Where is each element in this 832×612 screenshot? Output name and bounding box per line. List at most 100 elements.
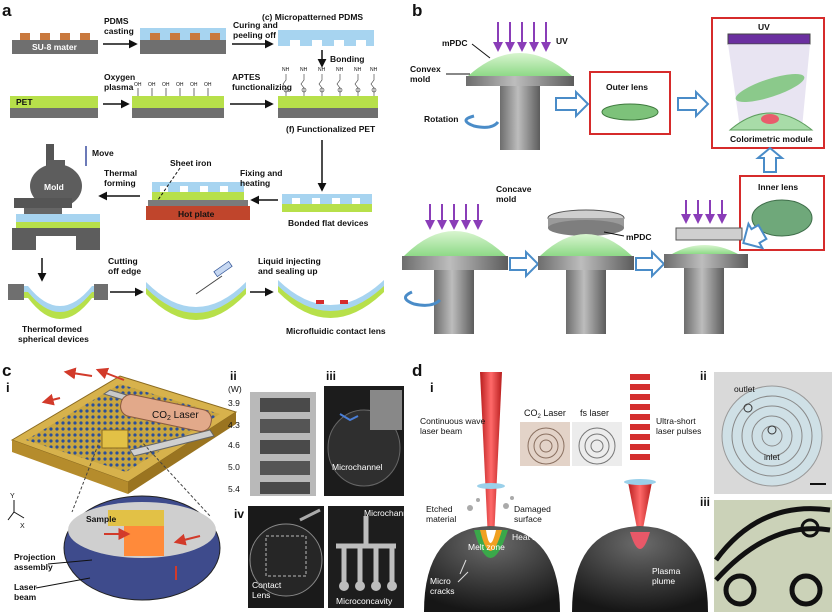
outer-lens-shape [601, 103, 659, 121]
pdms-casting-1: PDMS [104, 16, 129, 26]
laser-beam-2: beam [14, 592, 37, 602]
projection-2: assembly [14, 562, 53, 572]
co2-laser-label: CO2 Laser [152, 410, 199, 422]
micro-1: Micro [430, 576, 451, 586]
uv-assembly: UV [727, 22, 814, 131]
nh2-2: NH [300, 67, 308, 73]
oh-1: OH [134, 82, 142, 88]
nh2-4: NH [336, 67, 344, 73]
panel-c-iii: iii [326, 369, 336, 383]
micrograph-ii [250, 392, 316, 496]
power-3: 4.6 [228, 440, 240, 450]
sheet-iron-label: Sheet iron [170, 158, 212, 168]
convex-mold-top [466, 53, 574, 150]
uv-label-box: UV [758, 22, 770, 32]
laser-beam-1: Laser [14, 582, 37, 592]
outer-lens-box [589, 71, 671, 135]
damaged-2: surface [514, 514, 542, 524]
panel-c-i: i [6, 380, 10, 395]
micrograph-v [328, 506, 404, 608]
micropatterned-pdms [278, 30, 374, 46]
panel-d: d i Continuous wave laser beam Etched ma… [412, 361, 832, 612]
arrow-b1 [555, 89, 590, 119]
bonded-label: Bonded flat devices [288, 218, 369, 228]
panel-c-iv: iv [234, 507, 244, 521]
pdms-on-master [140, 28, 226, 54]
curing-1: Curing and [233, 20, 278, 30]
panel-d-label: d [412, 361, 422, 380]
arrow-b3 [742, 221, 768, 250]
sample-label: Sample [86, 514, 117, 524]
bonding-label: Bonding [330, 54, 364, 64]
motion-arrow-1 [63, 367, 93, 380]
projection-leader [47, 559, 93, 565]
cutting-2: off edge [108, 266, 141, 276]
etched-1: Etched [426, 504, 453, 514]
sheet-iron-leader [157, 167, 181, 201]
oh-5: OH [190, 82, 198, 88]
aptes-1: APTES [232, 72, 261, 82]
power-unit: (W) [228, 384, 242, 394]
bonded-flat-device [282, 194, 372, 212]
thermoformed-1: Thermoformed [22, 324, 82, 334]
rotation-arrow-icon-2 [404, 290, 442, 307]
mold-bottom-left [402, 231, 508, 334]
master-label: SU-8 mater [32, 42, 78, 52]
motion-arrow-2 [95, 367, 125, 381]
mold-bottom-right [664, 227, 748, 334]
cut-device [146, 282, 246, 320]
fs-laser-label: fs laser [580, 408, 609, 418]
nh2-1: NH [282, 67, 290, 73]
melt-zone-label: Melt zone [468, 542, 505, 552]
uv-arrows-top [493, 22, 551, 52]
microconcavity-label: Microconcavity [336, 596, 393, 606]
micropatterned-label: (c) Micropatterned PDMS [262, 12, 363, 22]
panel-d-i: i [430, 380, 434, 395]
zoom-line-2 [139, 439, 211, 517]
pdms-casting-2: casting [104, 26, 134, 36]
projection-1: Projection [14, 552, 56, 562]
axis-x: X [20, 523, 25, 530]
thermoformed-2: spherical devices [18, 334, 89, 344]
su8-master: SU-8 mater [12, 33, 98, 54]
nh2-6: NH [370, 67, 378, 73]
photo-d-ii [714, 372, 832, 494]
microfluidic-contact-lens [278, 280, 384, 318]
power-5: 5.4 [228, 484, 240, 494]
inner-lens-label: Inner lens [758, 182, 798, 192]
mpdc-leader-bottom [603, 231, 625, 237]
liquid-2: and sealing up [258, 266, 318, 276]
syringe-icon [195, 260, 233, 295]
panel-c: c i CO2 Laser Sample P [2, 361, 415, 608]
concave-mold [547, 209, 625, 236]
mpdc-label-top: mPDC [442, 38, 468, 48]
panel-b: b UV mPDC Convex mold Rotation Outer len… [402, 1, 825, 334]
fs-dome [572, 526, 708, 612]
panel-c-ii: ii [230, 369, 237, 383]
functionalized-pet: NH NH NH NH NH NH [278, 67, 378, 118]
thermal-2: forming [104, 178, 136, 188]
panel-d-iii: iii [700, 495, 710, 509]
power-labels: 3.9 4.3 4.6 5.0 5.4 [228, 398, 240, 494]
oxygen-treated-pet: OH OH OH OH OH OH [132, 82, 224, 118]
microchannel2-label: Microchannel [364, 508, 415, 518]
mpdc-label-bottom: mPDC [626, 232, 652, 242]
mpdc-leader-top [471, 43, 491, 59]
micrograph-iv [248, 506, 324, 608]
convex-2: mold [410, 74, 430, 84]
contact-1: Contact [252, 580, 282, 590]
micrograph-iii [324, 386, 404, 496]
pet-label: PET [16, 97, 33, 107]
assembly-box [711, 17, 825, 149]
cw-2: laser beam [420, 426, 462, 436]
motion-arrow-3 [41, 393, 61, 406]
fabricated-lens-photos [520, 422, 622, 466]
colorimetric-label: Colorimetric module [730, 134, 813, 144]
co2-laser-tube [120, 394, 212, 432]
heat-zone-label: Heat zone [512, 532, 551, 542]
mold-label: Mold [44, 182, 64, 192]
outlet-label: outlet [734, 384, 755, 394]
thermoforming-press [12, 198, 100, 250]
laser-stage [10, 375, 238, 494]
